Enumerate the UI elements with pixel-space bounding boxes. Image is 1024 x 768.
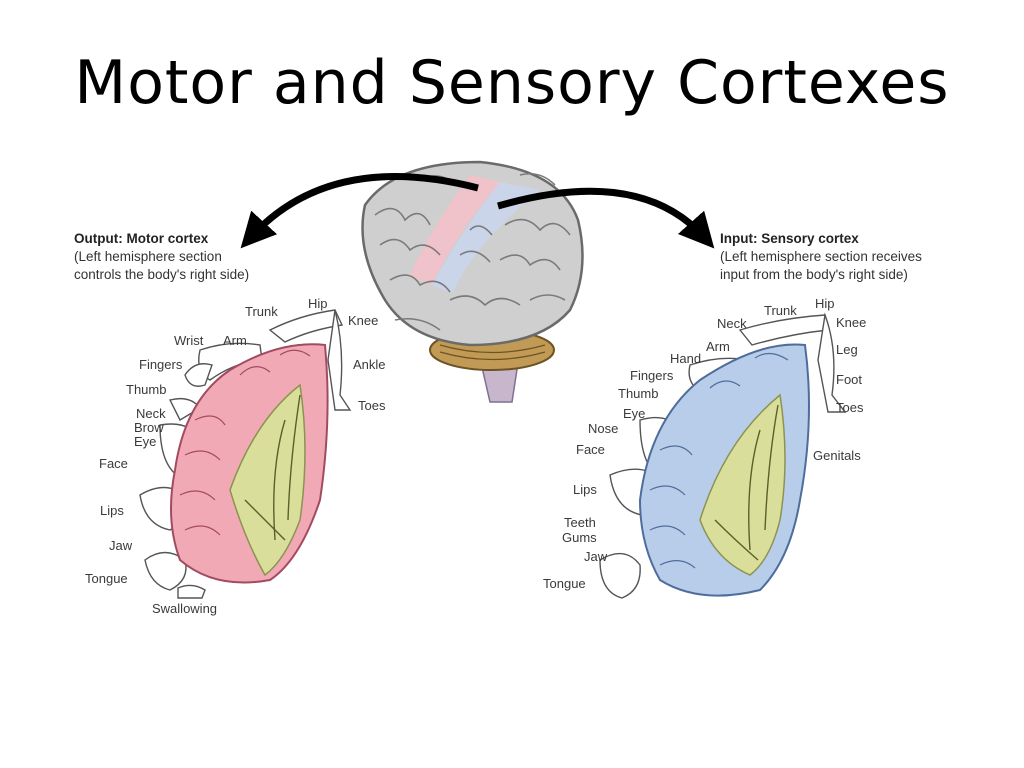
motor-caption-line: (Left hemisphere section bbox=[74, 249, 222, 264]
sensory-label-nose: Nose bbox=[588, 421, 619, 436]
sensory-label-leg: Leg bbox=[836, 342, 858, 357]
motor-white-matter bbox=[229, 383, 306, 577]
motor-label-trunk: Trunk bbox=[245, 304, 278, 319]
sensory-label-face: Face bbox=[576, 442, 605, 457]
motor-label-eye: Eye bbox=[134, 434, 157, 449]
motor-label-fingers: Fingers bbox=[139, 357, 183, 372]
motor-label-neck: Neck bbox=[136, 406, 166, 421]
sensory-label-foot: Foot bbox=[836, 372, 863, 387]
motor-label-face: Face bbox=[99, 456, 128, 471]
sensory-label-trunk: Trunk bbox=[764, 303, 797, 318]
sensory-label-teeth: Teeth bbox=[564, 515, 596, 530]
sensory-label-eye: Eye bbox=[623, 406, 646, 421]
motor-label-knee: Knee bbox=[348, 313, 379, 328]
sensory-white-matter bbox=[699, 393, 786, 576]
sensory-heading: Input: Sensory cortex bbox=[720, 231, 859, 246]
motor-strip bbox=[410, 175, 500, 285]
sensory-label-jaw: Jaw bbox=[584, 549, 608, 564]
motor-caption-line: controls the body's right side) bbox=[74, 267, 250, 282]
sensory-label-fingers: Fingers bbox=[630, 368, 674, 383]
slide-title: Motor and Sensory Cortexes bbox=[74, 48, 950, 118]
sensory-label-gums: Gums bbox=[562, 530, 597, 545]
motor-label-ankle: Ankle bbox=[353, 357, 386, 372]
motor-label-swallowing: Swallowing bbox=[152, 601, 218, 616]
sensory-label-genitals: Genitals bbox=[813, 448, 861, 463]
motor-label-lips: Lips bbox=[100, 503, 124, 518]
motor-label-arm: Arm bbox=[223, 333, 247, 348]
motor-label-hip: Hip bbox=[308, 296, 328, 311]
sensory-label-neck: Neck bbox=[717, 316, 747, 331]
sensory-strip bbox=[432, 182, 540, 293]
motor-label-brow: Brow bbox=[134, 420, 164, 435]
motor-label-tongue: Tongue bbox=[85, 571, 128, 586]
motor-caption: Output: Motor cortex (Left hemisphere se… bbox=[74, 230, 249, 284]
sensory-label-arm: Arm bbox=[706, 339, 730, 354]
sensory-arrow bbox=[497, 187, 715, 249]
sensory-label-knee: Knee bbox=[836, 315, 867, 330]
motor-label-thumb: Thumb bbox=[126, 382, 167, 397]
sensory-caption-line: input from the body's right side) bbox=[720, 267, 908, 282]
motor-label-wrist: Wrist bbox=[174, 333, 204, 348]
sensory-caption: Input: Sensory cortex (Left hemisphere s… bbox=[720, 230, 922, 284]
sensory-label-lips: Lips bbox=[573, 482, 597, 497]
motor-label-toes: Toes bbox=[358, 398, 386, 413]
sensory-label-thumb: Thumb bbox=[618, 386, 659, 401]
motor-label-jaw: Jaw bbox=[109, 538, 133, 553]
sensory-caption-line: (Left hemisphere section receives bbox=[720, 249, 922, 264]
sensory-label-tongue: Tongue bbox=[543, 576, 586, 591]
brain-gyri bbox=[374, 172, 571, 331]
sensory-label-hand: Hand bbox=[670, 351, 702, 366]
sensory-label-hip: Hip bbox=[815, 296, 835, 311]
motor-arrow bbox=[240, 173, 479, 249]
motor-heading: Output: Motor cortex bbox=[74, 231, 209, 246]
sensory-label-toes: Toes bbox=[836, 400, 864, 415]
